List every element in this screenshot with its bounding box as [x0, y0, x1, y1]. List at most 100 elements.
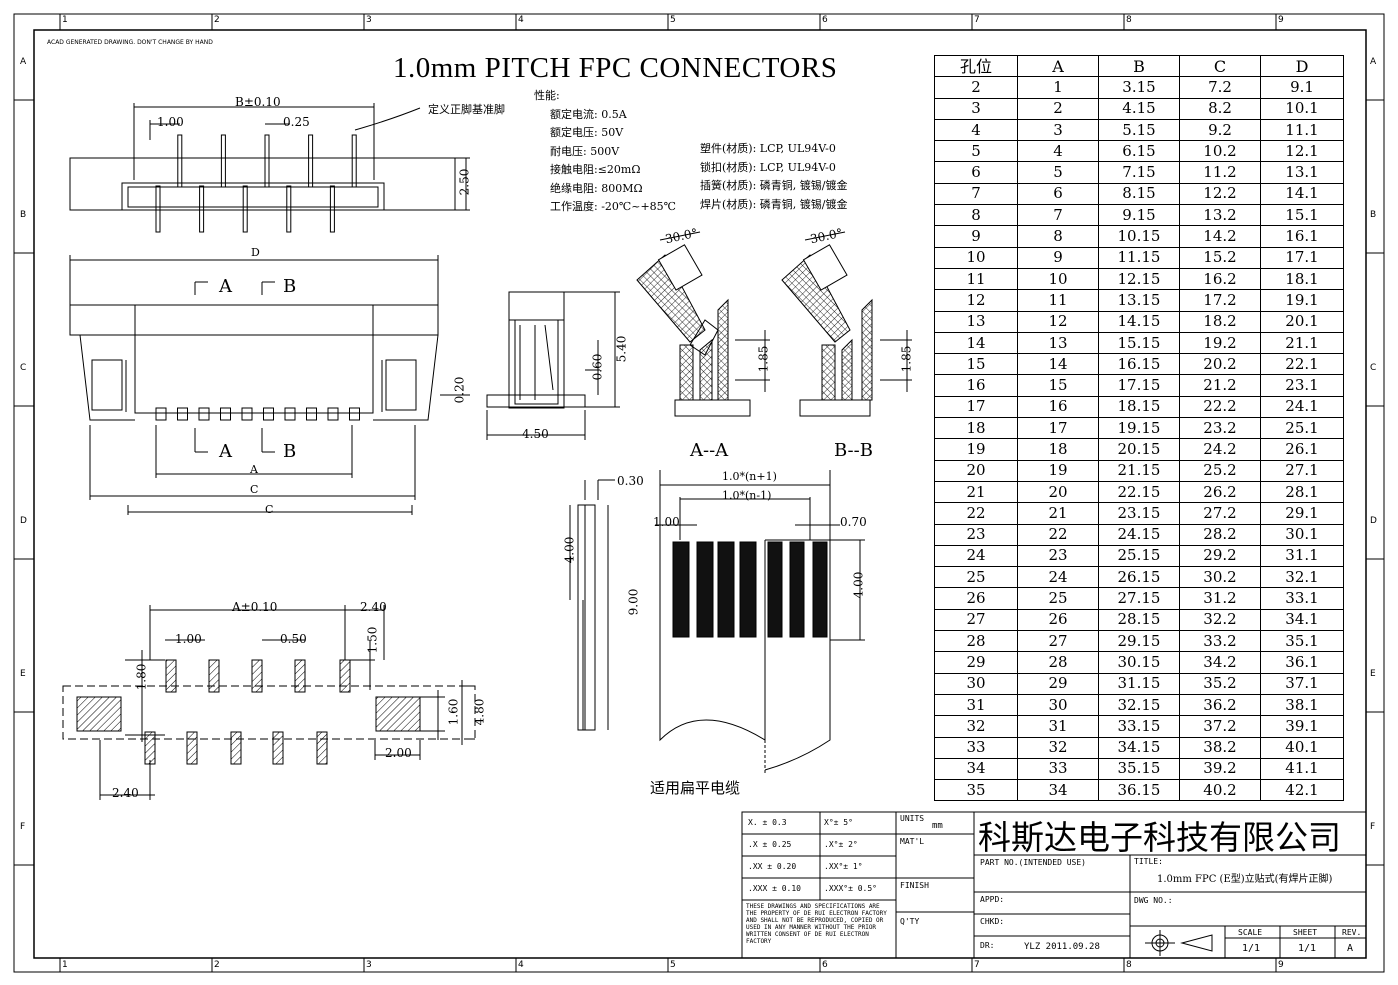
table-cell: 32.15 — [1098, 693, 1180, 717]
zone-label-bottom: 5 — [670, 960, 676, 970]
table-cell: 25 — [1017, 587, 1099, 610]
table-cell: 8.2 — [1179, 97, 1261, 120]
table-cell: 22 — [1017, 523, 1099, 546]
zone-label-bottom: 2 — [214, 960, 220, 970]
zone-label-bottom: 9 — [1278, 960, 1284, 970]
table-cell: 16 — [934, 374, 1018, 397]
table-cell: 30.1 — [1260, 523, 1344, 546]
table-cell: 29 — [934, 651, 1018, 674]
table-cell: 18.1 — [1260, 267, 1344, 291]
table-cell: 36.15 — [1098, 779, 1180, 802]
table-cell: 30 — [934, 672, 1018, 695]
table-cell: 7 — [934, 182, 1018, 206]
table-cell: 20.2 — [1179, 353, 1261, 376]
zone-label-top: 5 — [670, 15, 676, 25]
section-a-marker-bottom: A — [219, 441, 232, 462]
zone-label-left: C — [20, 363, 27, 373]
tol-2a: .XX ± 0.20 — [748, 862, 797, 871]
zone-label-bottom: 8 — [1126, 960, 1132, 970]
zone-label-top: 7 — [974, 15, 980, 25]
tol-3b: .XXX°± 0.5° — [824, 884, 877, 893]
sheet-border — [13, 13, 1385, 973]
qty-label: Q'TY — [900, 917, 920, 926]
table-cell: 16 — [1017, 395, 1099, 419]
appd-label: APPD: — [980, 895, 1005, 904]
table-cell: 30.2 — [1179, 566, 1261, 589]
table-cell: 27 — [934, 608, 1018, 632]
section-a-marker-top: A — [219, 276, 232, 297]
zone-label-left: D — [20, 516, 27, 526]
table-cell: 14 — [934, 331, 1018, 355]
table-cell: 19.15 — [1098, 417, 1180, 440]
table-cell: 2 — [934, 76, 1018, 99]
table-cell: 27.2 — [1179, 502, 1261, 525]
table-cell: 18 — [1017, 438, 1099, 461]
table-cell: 28 — [1017, 651, 1099, 674]
table-cell: 35.2 — [1179, 672, 1261, 695]
table-cell: 20 — [934, 459, 1018, 482]
table-cell: 18.2 — [1179, 310, 1261, 333]
company-name: 科斯达电子科技有限公司 — [978, 818, 1341, 857]
title-block-lines — [741, 811, 1367, 959]
table-cell: 39.1 — [1260, 715, 1344, 738]
dim-070-label: 0.70 — [840, 515, 867, 529]
table-cell: 31.2 — [1179, 587, 1261, 610]
finish-label: FINISH — [900, 881, 929, 890]
table-cell: 11.1 — [1260, 118, 1344, 142]
zone-label-bottom: 1 — [62, 960, 68, 970]
table-cell: 21 — [1017, 502, 1099, 525]
mat-housing: 塑件(材质): LCP, UL94V-0 — [700, 142, 836, 155]
table-cell: 22.1 — [1260, 353, 1344, 376]
zone-label-left: A — [20, 57, 27, 67]
table-cell: 34 — [1017, 779, 1099, 802]
acad-note: ACAD GENERATED DRAWING. DON'T CHANGE BY … — [47, 39, 213, 46]
table-cell: 28.1 — [1260, 480, 1344, 504]
table-cell: 21.1 — [1260, 331, 1344, 355]
table-cell: 26 — [934, 587, 1018, 610]
table-cell: 9.1 — [1260, 76, 1344, 99]
table-cell: 6 — [1017, 182, 1099, 206]
table-cell: 24.1 — [1260, 395, 1344, 419]
table-cell: 35.15 — [1098, 757, 1180, 781]
col-b: B — [1098, 54, 1180, 78]
table-cell: 19.1 — [1260, 289, 1344, 312]
table-cell: 19 — [1017, 459, 1099, 482]
table-cell: 19 — [934, 438, 1018, 461]
title-block: X. ± 0.3 X°± 5° .X ± 0.25 .X°± 2° .XX ± … — [742, 812, 1366, 958]
zone-label-left: F — [20, 822, 26, 832]
side-view — [486, 291, 620, 440]
tol-1b: .X°± 2° — [824, 840, 858, 849]
table-cell: 9.15 — [1098, 204, 1180, 227]
table-cell: 16.1 — [1260, 225, 1344, 248]
dwg-no-label: DWG NO.: — [1134, 896, 1173, 905]
dim-185a-label: 1.85 — [756, 345, 771, 373]
pad-200-label: 2.00 — [385, 746, 412, 760]
table-cell: 26.2 — [1179, 480, 1261, 504]
dim-fpc-pitch-label: 1.00 — [653, 515, 680, 529]
top-view — [69, 103, 470, 233]
table-cell: 38.1 — [1260, 693, 1344, 717]
front-view — [69, 255, 470, 515]
table-cell: 13 — [1017, 331, 1099, 355]
table-cell: 20.1 — [1260, 310, 1344, 333]
table-cell: 32 — [934, 715, 1018, 738]
dim-185b-label: 1.85 — [899, 345, 914, 373]
dim-a-label: A — [250, 463, 258, 476]
table-cell: 10 — [1017, 267, 1099, 291]
table-cell: 27.15 — [1098, 587, 1180, 610]
